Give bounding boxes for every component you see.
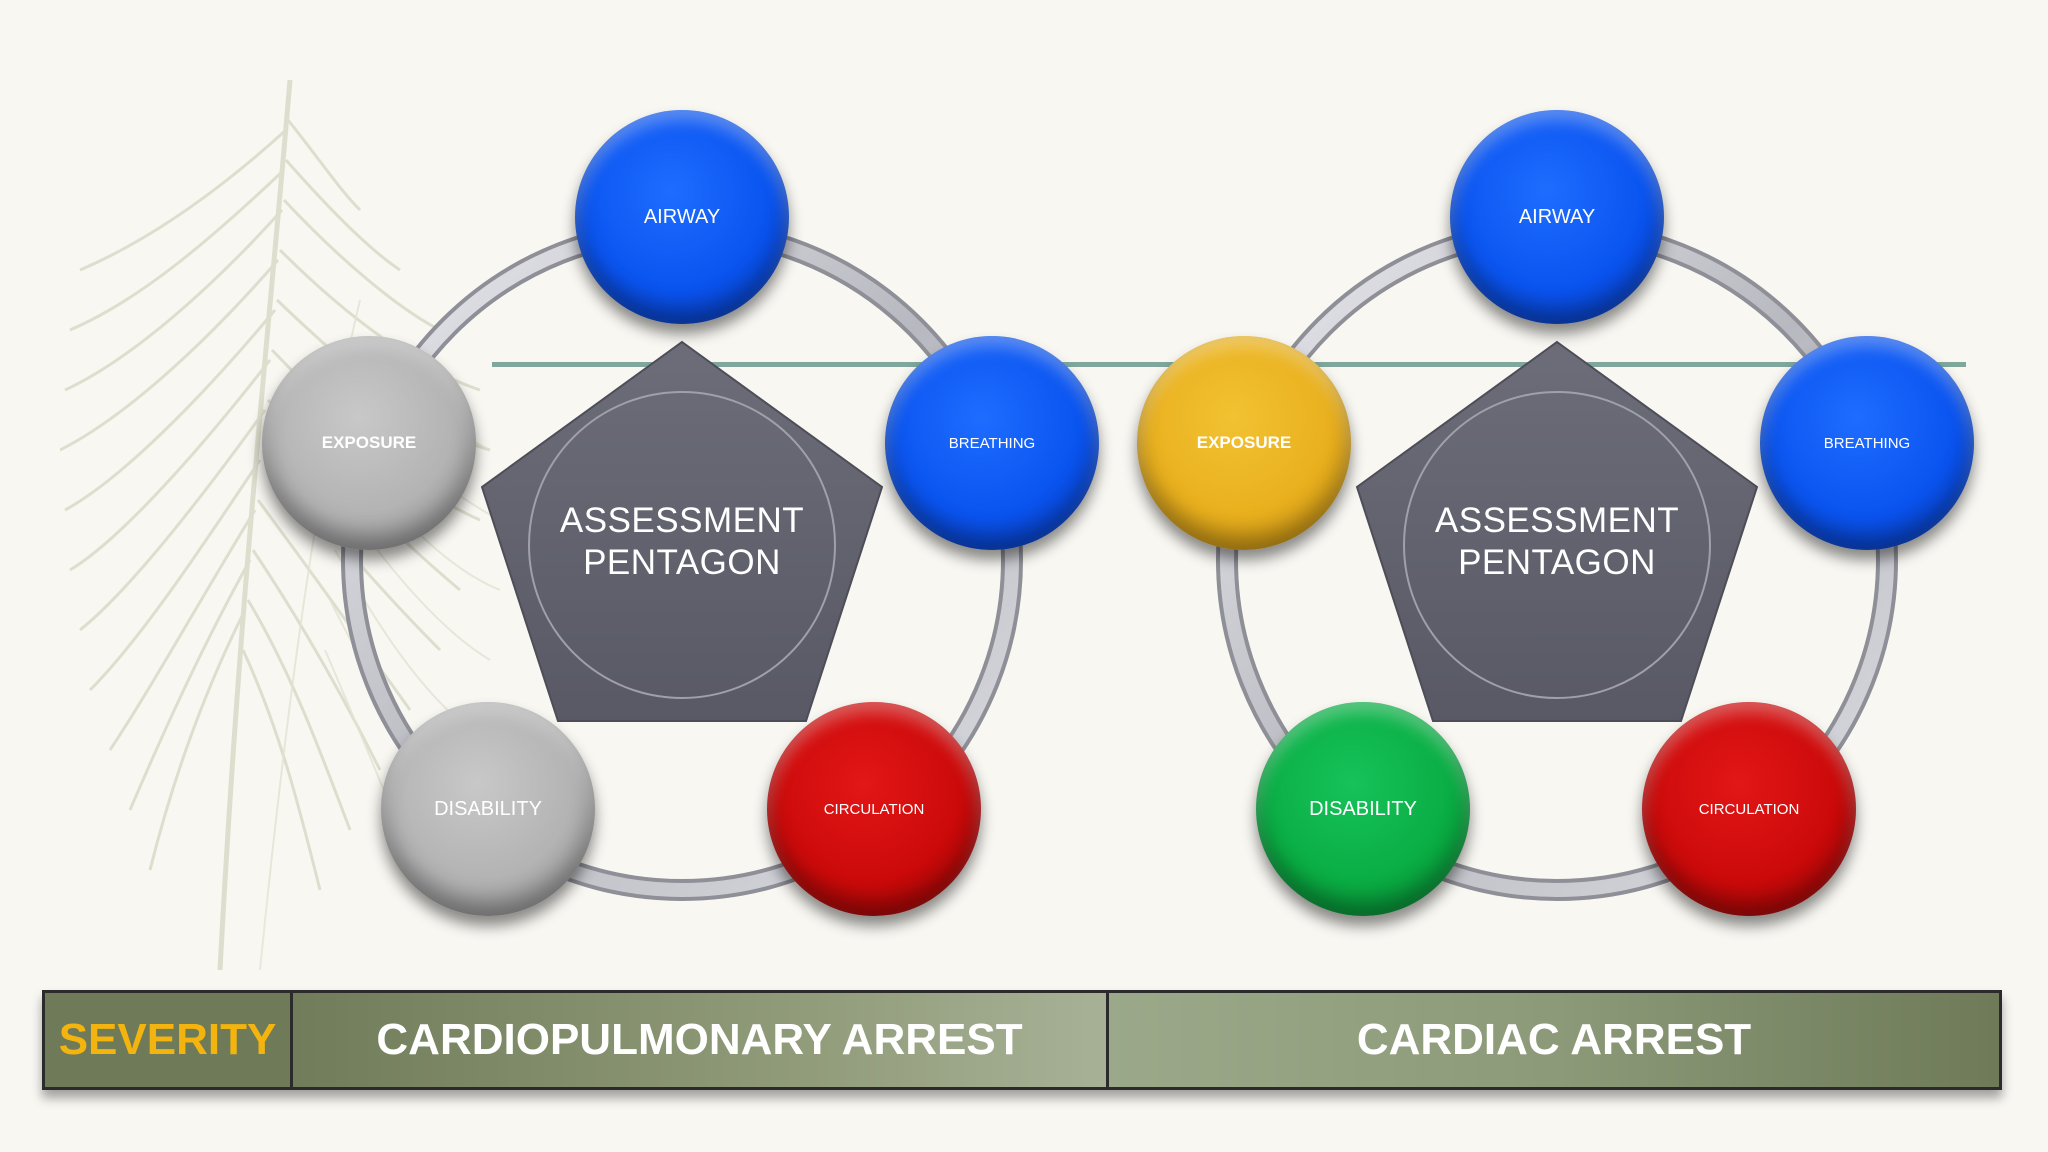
node-disability[interactable]: DISABILITY xyxy=(1256,702,1470,916)
node-disability[interactable]: DISABILITY xyxy=(381,702,595,916)
ring-and-pentagon xyxy=(341,219,1023,901)
node-label: EXPOSURE xyxy=(321,433,417,452)
node-circulation[interactable]: CIRCULATION xyxy=(767,702,981,916)
center-label: ASSESSMENT PENTAGON xyxy=(1407,500,1707,584)
node-airway[interactable]: AIRWAY xyxy=(575,110,789,324)
node-circulation[interactable]: CIRCULATION xyxy=(1642,702,1856,916)
center-label-line-2: PENTAGON xyxy=(583,543,781,582)
node-label: DISABILITY xyxy=(1309,797,1417,820)
node-exposure[interactable]: EXPOSURE xyxy=(262,336,476,550)
assessment-diagram-right: ASSESSMENT PENTAGON AIRWAY BREATHING CIR… xyxy=(1107,0,2007,960)
node-label: CIRCULATION xyxy=(1698,800,1800,818)
node-label: BREATHING xyxy=(948,434,1036,452)
node-label: DISABILITY xyxy=(434,797,542,820)
center-label-line-1: ASSESSMENT xyxy=(559,501,805,540)
node-label: AIRWAY xyxy=(643,205,721,228)
severity-cardiac-arrest: CARDIAC ARREST xyxy=(1109,993,1999,1087)
severity-label: SEVERITY xyxy=(45,993,293,1087)
severity-cardiopulmonary-arrest: CARDIOPULMONARY ARREST xyxy=(293,993,1109,1087)
node-label: CIRCULATION xyxy=(823,800,925,818)
node-breathing[interactable]: BREATHING xyxy=(885,336,1099,550)
node-airway[interactable]: AIRWAY xyxy=(1450,110,1664,324)
node-label: AIRWAY xyxy=(1518,205,1596,228)
center-label: ASSESSMENT PENTAGON xyxy=(532,500,832,584)
node-exposure[interactable]: EXPOSURE xyxy=(1137,336,1351,550)
node-breathing[interactable]: BREATHING xyxy=(1760,336,1974,550)
assessment-diagram-left: ASSESSMENT PENTAGON AIRWAY BREATHING CIR… xyxy=(232,0,1132,960)
node-label: BREATHING xyxy=(1823,434,1911,452)
center-label-line-1: ASSESSMENT xyxy=(1434,501,1680,540)
center-label-line-2: PENTAGON xyxy=(1458,543,1656,582)
node-label: EXPOSURE xyxy=(1196,433,1292,452)
severity-bar: SEVERITY CARDIOPULMONARY ARREST CARDIAC … xyxy=(42,990,2002,1090)
